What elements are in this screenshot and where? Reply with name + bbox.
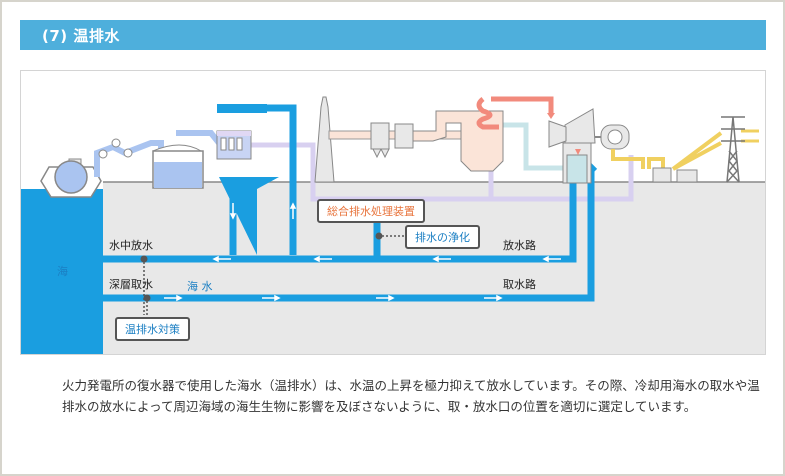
thermal-effluent-measures-callout: 温排水対策 <box>115 317 190 341</box>
cooling-pipe <box>501 122 566 171</box>
transmission-tower-icon <box>721 116 745 183</box>
description-text: 火力発電所の復水器で使用した海水（温排水）は、水温の上昇を極力抑えて放水していま… <box>62 378 760 414</box>
deep-intake-label: 深層取水 <box>109 278 153 291</box>
sea-label: 海 <box>57 265 68 278</box>
discharge-channel <box>103 171 577 263</box>
ground <box>103 182 765 354</box>
generator-icon <box>595 124 630 150</box>
diagram-svg <box>21 96 765 354</box>
section-title: (7) 温排水 <box>42 27 120 45</box>
boiler-icon <box>412 110 504 172</box>
switchgear-icon <box>676 169 698 183</box>
steam-turbine-icon <box>548 108 596 184</box>
seawater-label: 海 水 <box>187 280 213 293</box>
condenser-pump-icon <box>216 130 252 160</box>
electrostatic-precipitator-icon <box>328 122 470 159</box>
flow-arrows <box>164 202 561 302</box>
thermal-effluent-diagram: 海 水中放水 深層取水 海 水 放水路 取水路 総合排水処理装置 排水の浄化 温… <box>20 70 766 355</box>
fuel-tank-icon <box>152 130 231 189</box>
section-header: (7) 温排水 <box>20 20 766 50</box>
tanker-ship-icon <box>40 158 102 198</box>
chimney-icon <box>314 96 335 183</box>
transformer-icon <box>652 167 672 183</box>
intake-channel-label: 取水路 <box>503 278 536 291</box>
discharge-channel-label: 放水路 <box>503 239 536 252</box>
underwater-discharge-label: 水中放水 <box>109 239 153 252</box>
wastewater-treatment-callout: 総合排水処理装置 <box>317 199 425 223</box>
sea-area <box>21 189 103 354</box>
unloading-arm-icon <box>94 140 164 179</box>
power-line <box>611 131 723 171</box>
steam-pipe <box>491 96 554 113</box>
wastewater-purification-callout: 排水の浄化 <box>405 225 480 249</box>
